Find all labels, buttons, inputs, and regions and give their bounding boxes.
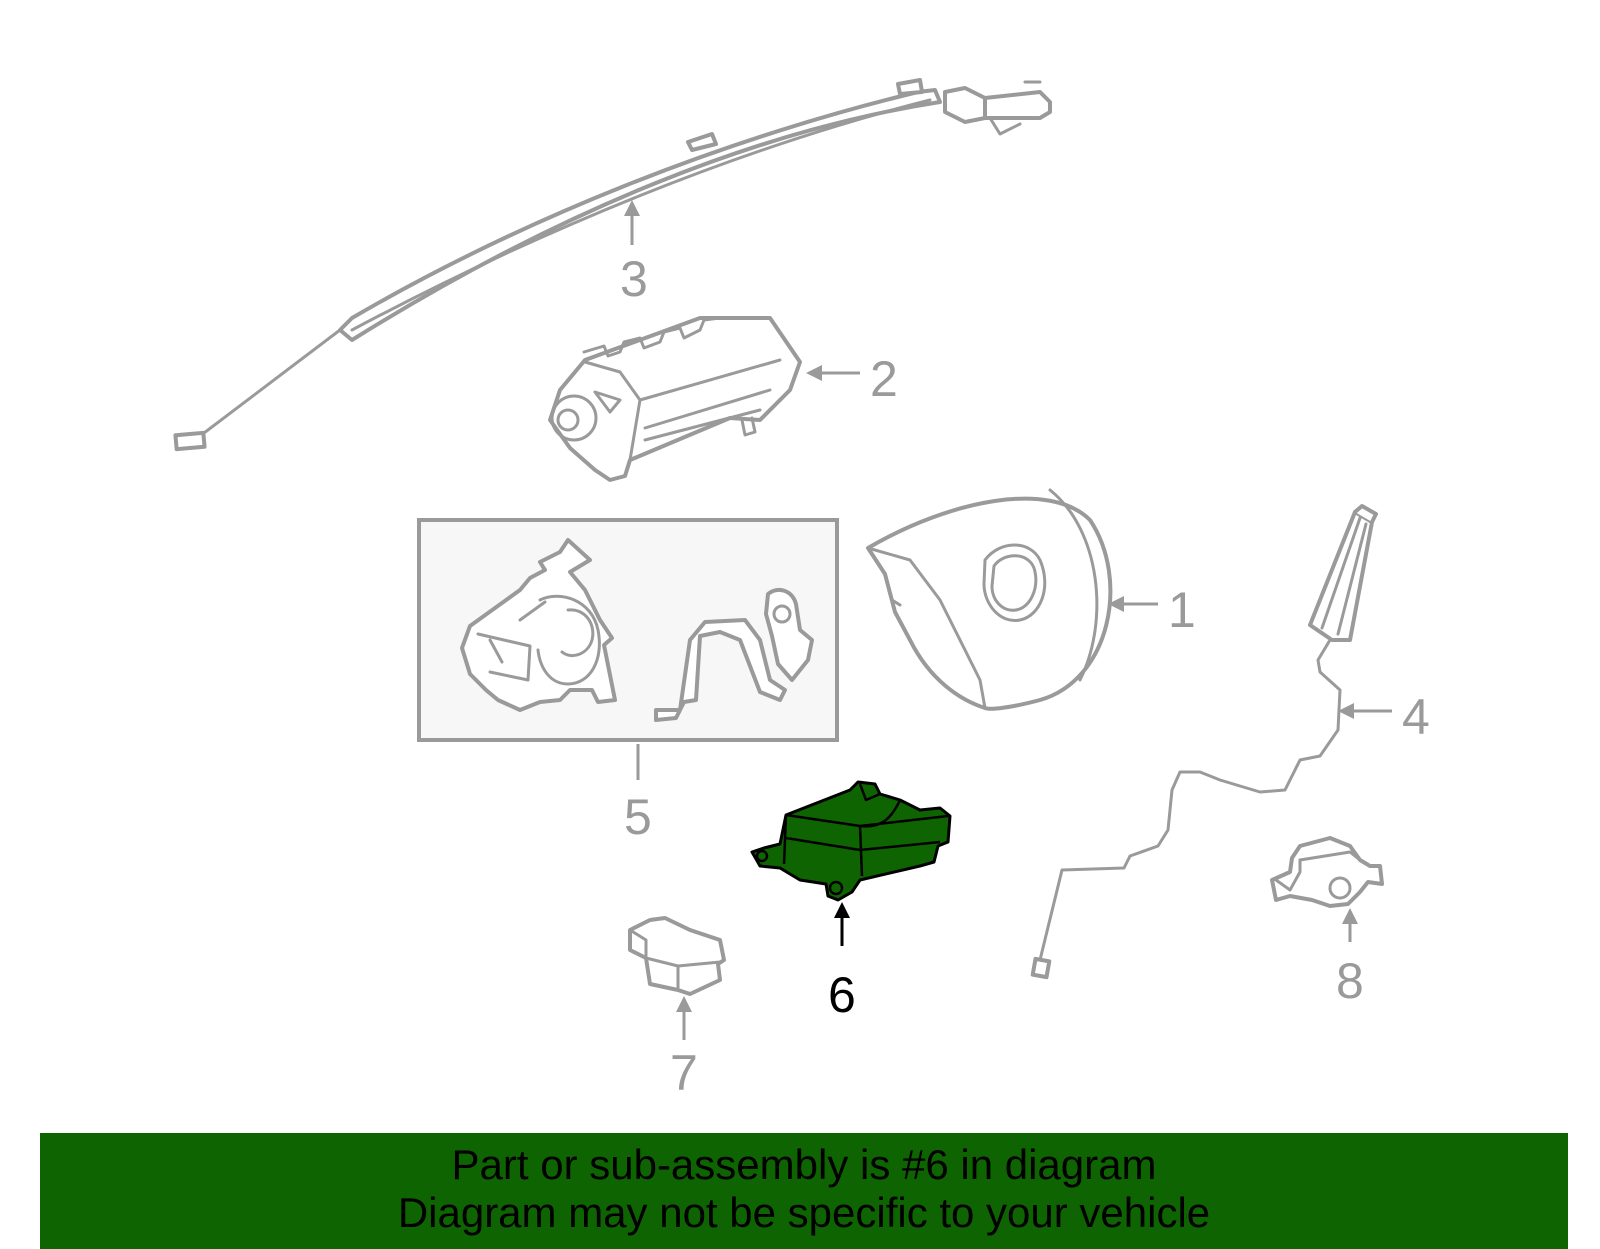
part-1-driver-airbag[interactable] [866,488,1113,711]
part-6-control-module[interactable] [750,780,952,902]
part-3-curtain-airbag[interactable] [173,78,1052,452]
banner-line-2: Diagram may not be specific to your vehi… [397,1189,1211,1236]
callout-2: 2 [870,351,898,407]
callout-8: 8 [1336,953,1364,1009]
leaders [624,200,1392,1040]
part-2-passenger-airbag[interactable] [548,316,802,482]
part-4-impact-sensor[interactable] [1030,504,1378,980]
callout-7: 7 [670,1045,698,1101]
callout-5: 5 [624,789,652,845]
banner-line-1: Part or sub-assembly is #6 in diagram [451,1141,1157,1188]
info-banner: Part or sub-assembly is #6 in diagram Di… [40,1133,1568,1249]
callout-6: 6 [828,967,856,1023]
callout-3: 3 [620,251,648,307]
callout-4: 4 [1402,689,1430,745]
part-8-sensor[interactable] [1270,836,1384,908]
part-7-sensor[interactable] [628,916,726,996]
part-5-clockspring-box[interactable] [417,518,839,742]
callout-1: 1 [1168,582,1196,638]
parts-diagram: 3 2 1 4 5 6 7 8 [173,78,1430,1101]
